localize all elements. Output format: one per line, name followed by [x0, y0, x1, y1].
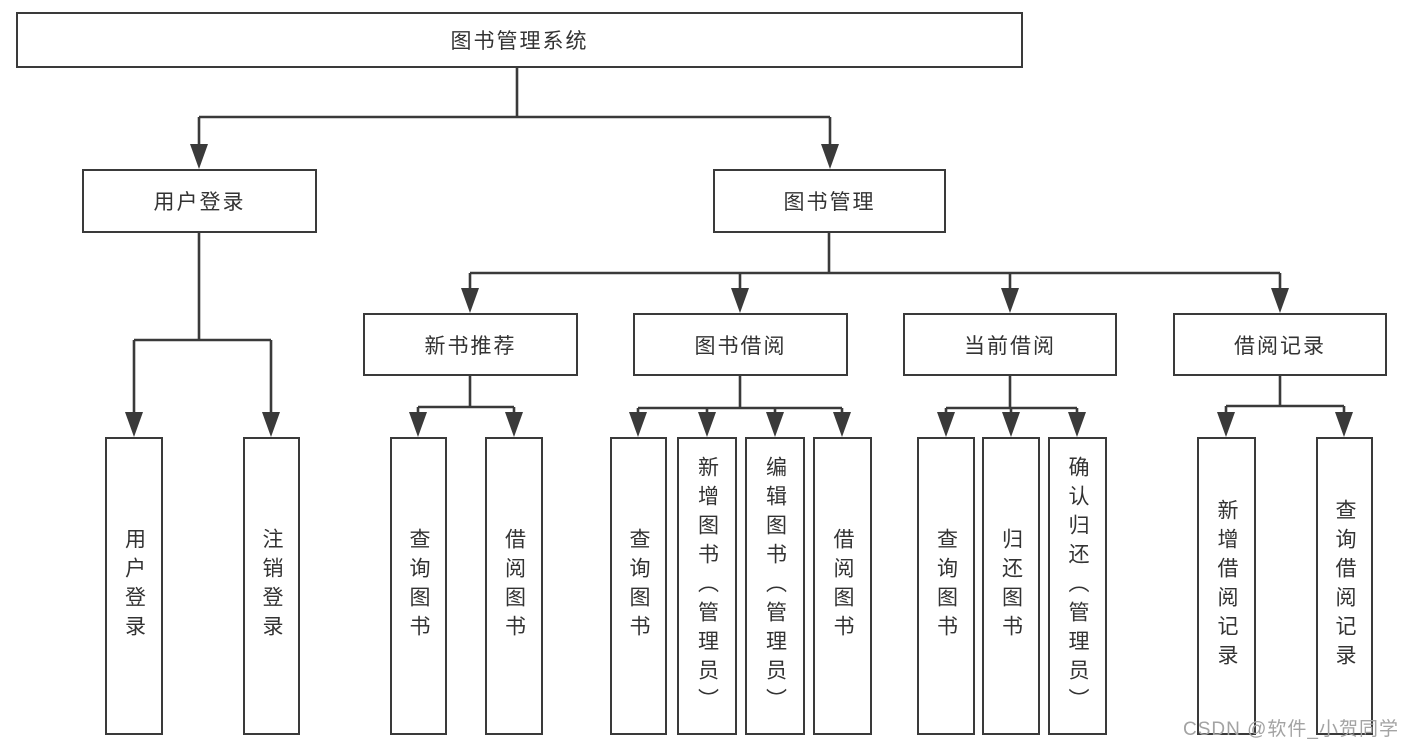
arrowhead	[262, 412, 280, 437]
node-user-login-leaf: 用户登录	[105, 437, 163, 735]
node-book-borrow: 图书借阅	[633, 313, 848, 376]
arrowhead	[1068, 412, 1086, 437]
arrowhead	[698, 412, 716, 437]
arrowhead	[409, 412, 427, 437]
node-label: 用户登录	[122, 528, 146, 644]
arrowhead	[833, 412, 851, 437]
node-confirm-return-admin: 确认归还（管理员）	[1048, 437, 1107, 735]
arrowhead	[937, 412, 955, 437]
arrowhead	[1271, 288, 1289, 313]
node-query-book: 查询图书	[390, 437, 447, 735]
arrowhead	[1335, 412, 1353, 437]
arrowhead	[1002, 412, 1020, 437]
arrowhead	[505, 412, 523, 437]
node-label: 借阅图书	[502, 528, 526, 644]
edge-current-borrow-children	[944, 376, 1079, 414]
node-label: 查询图书	[407, 528, 430, 644]
arrowhead	[766, 412, 784, 437]
arrowhead	[629, 412, 647, 437]
node-current-borrow: 当前借阅	[903, 313, 1117, 376]
node-label: 图书管理系统	[450, 30, 589, 53]
node-borrow-records: 借阅记录	[1173, 313, 1387, 376]
node-label: 归还图书	[999, 528, 1023, 644]
node-label: 图书管理	[783, 191, 876, 214]
node-label: 用户登录	[153, 191, 246, 214]
node-label: 新增图书（管理员）	[695, 455, 719, 717]
watermark: CSDN @软件_小贺同学	[1183, 719, 1399, 740]
edge-new-book-recommend-children	[416, 376, 516, 414]
node-book-management: 图书管理	[713, 169, 946, 233]
node-edit-book-admin: 编辑图书（管理员）	[745, 437, 805, 735]
arrowhead	[821, 144, 839, 169]
node-label: 编辑图书（管理员）	[763, 455, 787, 717]
node-label: 注销登录	[260, 528, 283, 644]
arrowhead	[1217, 412, 1235, 437]
node-library-system: 图书管理系统	[16, 12, 1023, 68]
node-label: 借阅记录	[1234, 334, 1326, 358]
node-label: 查询图书	[627, 528, 650, 644]
node-add-book-admin: 新增图书（管理员）	[677, 437, 737, 735]
node-query-borrow-record: 查询借阅记录	[1316, 437, 1373, 735]
node-label: 新增借阅记录	[1215, 499, 1238, 673]
edge-user-login-children	[132, 233, 273, 414]
node-label: 图书借阅	[694, 334, 787, 358]
arrowhead	[1001, 288, 1019, 313]
node-borrow-book: 借阅图书	[485, 437, 543, 735]
node-label: 查询图书	[934, 528, 958, 644]
arrowhead	[731, 288, 749, 313]
node-label: 新书推荐	[424, 334, 517, 358]
node-label: 查询借阅记录	[1333, 499, 1356, 673]
arrowhead	[461, 288, 479, 313]
edge-book-management-children	[468, 233, 1282, 290]
edge-book-borrow-children	[636, 376, 844, 414]
node-query-book: 查询图书	[917, 437, 975, 735]
node-new-book-recommend: 新书推荐	[363, 313, 578, 376]
arrowhead	[125, 412, 143, 437]
node-user-login: 用户登录	[82, 169, 317, 233]
node-label: 当前借阅	[964, 334, 1056, 358]
node-logout: 注销登录	[243, 437, 300, 735]
edge-root-to-level2	[197, 68, 832, 146]
arrowhead	[190, 144, 208, 169]
node-return-book: 归还图书	[982, 437, 1040, 735]
node-label: 确认归还（管理员）	[1066, 455, 1089, 717]
node-label: 借阅图书	[831, 528, 854, 644]
node-query-book: 查询图书	[610, 437, 667, 735]
node-add-borrow-record: 新增借阅记录	[1197, 437, 1256, 735]
edge-borrow-records-children	[1224, 376, 1346, 414]
node-borrow-book: 借阅图书	[813, 437, 872, 735]
